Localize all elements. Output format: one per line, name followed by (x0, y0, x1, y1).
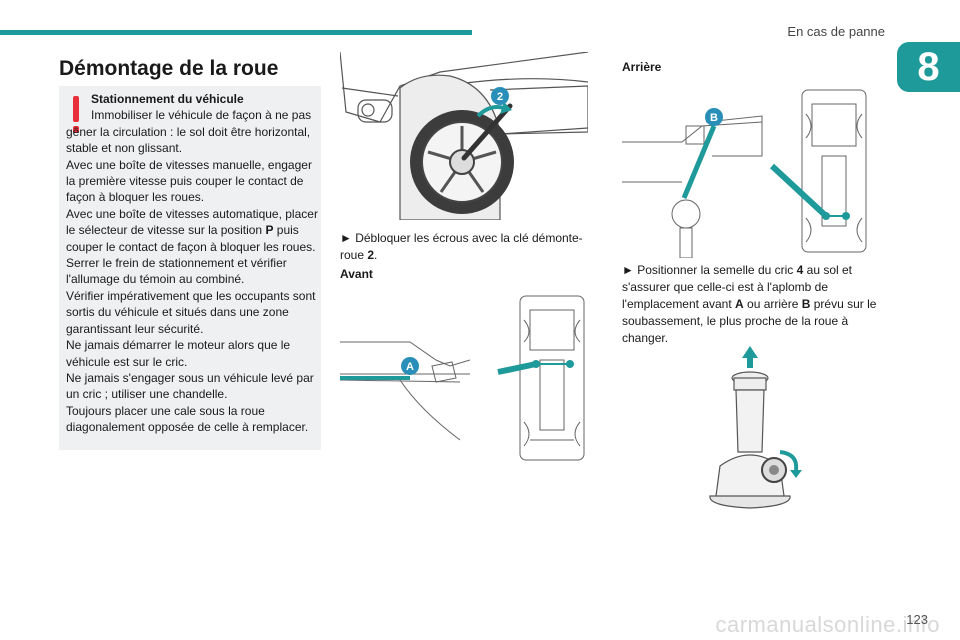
front-label: Avant (340, 267, 373, 281)
warning-line: Ne jamais démarrer le moteur alors que l… (66, 338, 291, 369)
front-jack-point-illustration: A (340, 295, 585, 461)
section-name: En cas de panne (787, 24, 885, 39)
warning-line: Vérifier impérativement que les occupant… (66, 288, 316, 336)
wheel-wrench-illustration: 2 (340, 52, 588, 220)
callout-2: 2 (497, 91, 503, 103)
page-number: 123 (906, 612, 928, 627)
warning-text: Stationnement du véhicule Immobiliser le… (66, 91, 318, 436)
callout-b: B (710, 112, 718, 124)
chapter-badge: 8 (897, 42, 960, 92)
watermark: carmanualsonline.info (715, 612, 940, 637)
warning-line: Avec une boîte de vitesses manuelle, eng… (66, 157, 312, 205)
exclamation-icon (73, 96, 79, 133)
rear-label: Arrière (622, 60, 662, 74)
warning-heading: Stationnement du véhicule (91, 92, 244, 106)
warning-box: Stationnement du véhicule Immobiliser le… (59, 86, 321, 450)
step-loosen-nuts: ► Débloquer les écrous avec la clé démon… (340, 231, 583, 262)
header-accent-bar (0, 30, 472, 35)
callout-a: A (406, 361, 414, 373)
warning-line: Toujours placer une cale sous la roue di… (66, 403, 309, 435)
warning-line: Avec une boîte de vitesses automatique, … (66, 206, 318, 254)
warning-line: Immobiliser le véhicule de façon à ne pa… (66, 108, 312, 156)
warning-line: Ne jamais s'engager sous un véhicule lev… (66, 370, 314, 402)
warning-line: Serrer le frein de stationnement et véri… (66, 256, 287, 287)
rear-jack-point-illustration: B (622, 89, 867, 258)
step-position-jack: ► Positionner la semelle du cric 4 au so… (622, 263, 877, 345)
page-title: Démontage de la roue (59, 57, 279, 80)
jack-illustration (709, 346, 802, 509)
